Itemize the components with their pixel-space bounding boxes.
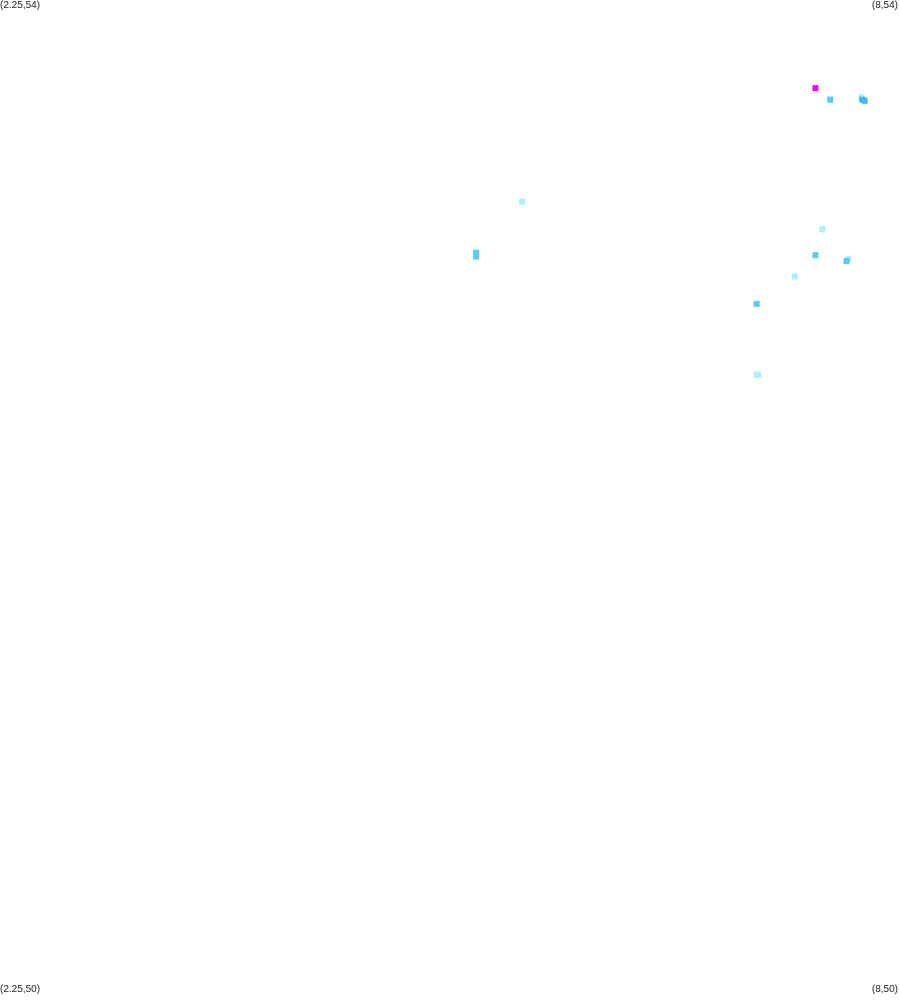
corner-label-top-left: (2.25,54) <box>0 0 41 11</box>
map-point-16[interactable] <box>755 371 762 378</box>
map-point-9[interactable] <box>473 253 480 260</box>
map-point-7[interactable] <box>819 226 826 233</box>
map-point-12[interactable] <box>843 258 850 264</box>
map-point-10[interactable] <box>812 252 819 259</box>
map-point-1[interactable] <box>812 85 819 92</box>
map-point-8[interactable] <box>473 249 480 256</box>
corner-label-top-right: (8,54) <box>871 0 898 11</box>
map-point-6[interactable] <box>519 198 526 205</box>
map-point-14[interactable] <box>753 300 760 307</box>
map-point-5[interactable] <box>861 97 868 104</box>
map-point-13[interactable] <box>792 273 798 280</box>
corner-label-bottom-left: (2.25,50) <box>0 984 41 995</box>
map-point-2[interactable] <box>827 96 834 103</box>
corner-label-bottom-right: (8,50) <box>871 984 898 995</box>
